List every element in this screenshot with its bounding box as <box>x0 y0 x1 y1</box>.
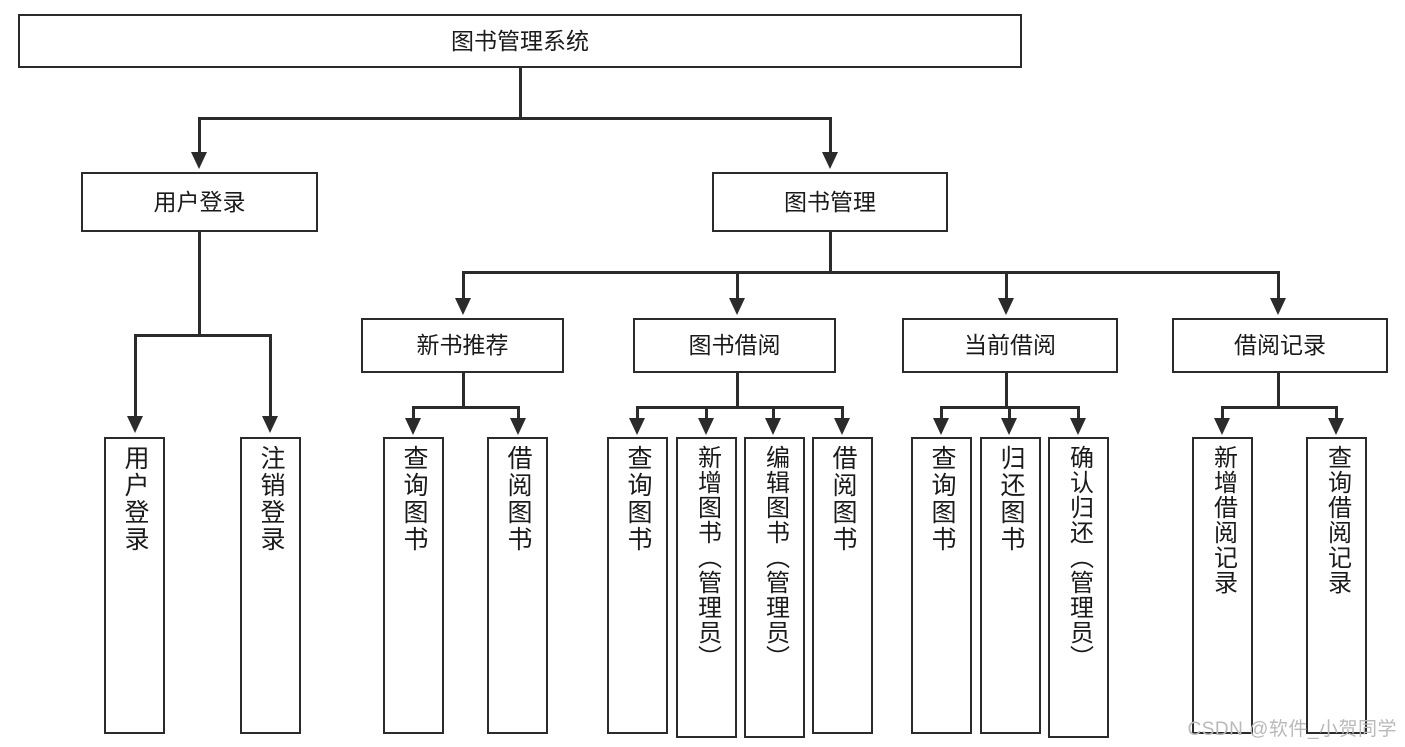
arrowhead-user-login-leaf-1 <box>127 416 143 433</box>
arrowhead-book-borrow-leaf-3 <box>765 418 781 435</box>
edge-book-borrow-leaf-2 <box>705 406 708 420</box>
node-label: 用户登录 <box>121 445 149 553</box>
leaf-current-borrow-return[interactable]: 归还图书 <box>980 437 1041 734</box>
arrowhead-book-borrow-leaf-2 <box>698 418 714 435</box>
node-user-login[interactable]: 用户登录 <box>81 172 318 232</box>
node-label: 归还图书 <box>997 445 1025 553</box>
leaf-book-borrow-add[interactable]: 新增图书（管理员） <box>676 437 737 738</box>
node-label: 查询借阅记录 <box>1323 445 1351 595</box>
arrowhead-user-login <box>191 152 207 169</box>
edge-new-book-bus <box>412 406 520 409</box>
arrowhead-borrow-record-leaf-1 <box>1214 418 1230 435</box>
edge-borrow-record-stem <box>1277 373 1280 408</box>
edge-level3-bus <box>462 271 1280 274</box>
arrowhead-book-borrow <box>729 298 745 315</box>
edge-to-user-login <box>198 117 201 157</box>
edge-book-borrow-leaf-3 <box>772 406 775 420</box>
node-label: 图书管理 <box>784 188 876 215</box>
leaf-new-book-query[interactable]: 查询图书 <box>383 437 444 734</box>
leaf-current-borrow-confirm[interactable]: 确认归还（管理员） <box>1048 437 1109 738</box>
node-label: 注销登录 <box>257 445 285 553</box>
node-label: 新增借阅记录 <box>1209 445 1237 595</box>
leaf-borrow-record-add[interactable]: 新增借阅记录 <box>1192 437 1253 734</box>
node-label: 确认归还（管理员） <box>1065 445 1093 670</box>
leaf-book-borrow-edit[interactable]: 编辑图书（管理员） <box>744 437 805 738</box>
arrowhead-borrow-record-leaf-2 <box>1328 418 1344 435</box>
arrowhead-new-book-leaf-1 <box>405 418 421 435</box>
edge-user-login-leaf-2 <box>269 334 272 419</box>
leaf-book-borrow-query[interactable]: 查询图书 <box>607 437 668 734</box>
arrowhead-current-borrow-leaf-2 <box>1001 418 1017 435</box>
edge-new-book-leaf-2 <box>517 406 520 420</box>
node-label: 查询图书 <box>624 445 652 553</box>
node-label: 借阅记录 <box>1234 332 1326 359</box>
edge-to-book-borrow <box>736 271 739 303</box>
arrowhead-book-manage <box>822 152 838 169</box>
edge-borrow-record-leaf-1 <box>1221 406 1224 420</box>
arrowhead-book-borrow-leaf-1 <box>629 418 645 435</box>
node-label: 新增图书（管理员） <box>693 445 721 670</box>
node-label: 查询图书 <box>928 445 956 553</box>
node-label: 新书推荐 <box>416 332 509 359</box>
leaf-new-book-borrow[interactable]: 借阅图书 <box>487 437 548 734</box>
leaf-current-borrow-query[interactable]: 查询图书 <box>911 437 972 734</box>
edge-new-book-leaf-1 <box>412 406 415 420</box>
arrowhead-new-book <box>455 298 471 315</box>
node-current-borrow[interactable]: 当前借阅 <box>902 318 1118 373</box>
edge-book-borrow-bus <box>636 406 844 409</box>
arrowhead-borrow-record <box>1270 298 1286 315</box>
node-book-borrow[interactable]: 图书借阅 <box>633 318 836 373</box>
node-borrow-record[interactable]: 借阅记录 <box>1172 318 1388 373</box>
node-label: 当前借阅 <box>964 332 1056 359</box>
edge-book-borrow-leaf-4 <box>841 406 844 420</box>
edge-borrow-record-leaf-2 <box>1335 406 1338 420</box>
node-new-book-recommend[interactable]: 新书推荐 <box>361 318 564 373</box>
edge-current-borrow-leaf-1 <box>940 406 943 420</box>
edge-book-manage-stem <box>829 232 832 272</box>
node-label: 查询图书 <box>400 445 428 553</box>
edge-root-stem <box>519 68 522 118</box>
node-label: 编辑图书（管理员） <box>761 445 789 670</box>
leaf-borrow-record-query[interactable]: 查询借阅记录 <box>1306 437 1367 734</box>
edge-current-borrow-leaf-2 <box>1008 406 1011 420</box>
watermark-text: CSDN @软件_小贺同学 <box>1187 719 1397 740</box>
node-root-system[interactable]: 图书管理系统 <box>18 14 1022 68</box>
edge-to-current-borrow <box>1005 271 1008 303</box>
leaf-book-borrow-borrow[interactable]: 借阅图书 <box>812 437 873 734</box>
arrowhead-current-borrow-leaf-3 <box>1070 418 1086 435</box>
node-label: 借阅图书 <box>829 445 857 553</box>
arrowhead-user-login-leaf-2 <box>262 416 278 433</box>
edge-user-login-bus <box>134 334 272 337</box>
node-label: 图书借阅 <box>688 332 781 359</box>
edge-book-borrow-stem <box>736 373 739 408</box>
node-label: 用户登录 <box>153 188 246 215</box>
edge-to-new-book <box>462 271 465 303</box>
arrowhead-current-borrow <box>998 298 1014 315</box>
arrowhead-book-borrow-leaf-4 <box>834 418 850 435</box>
node-label: 图书管理系统 <box>451 27 589 54</box>
edge-to-book-manage <box>829 117 832 157</box>
leaf-user-login-signout[interactable]: 注销登录 <box>240 437 301 734</box>
leaf-user-login-signin[interactable]: 用户登录 <box>104 437 165 734</box>
edge-level2-bus <box>198 117 832 120</box>
edge-current-borrow-stem <box>1005 373 1008 408</box>
arrowhead-new-book-leaf-2 <box>510 418 526 435</box>
arrowhead-current-borrow-leaf-1 <box>933 418 949 435</box>
edge-new-book-stem <box>462 373 465 408</box>
edge-borrow-record-bus <box>1221 406 1338 409</box>
edge-current-borrow-leaf-3 <box>1077 406 1080 420</box>
edge-user-login-leaf-1 <box>134 334 137 419</box>
edge-user-login-stem <box>198 232 201 335</box>
edge-book-borrow-leaf-1 <box>636 406 639 420</box>
edge-to-borrow-record <box>1277 271 1280 303</box>
node-book-manage[interactable]: 图书管理 <box>712 172 948 232</box>
node-label: 借阅图书 <box>504 445 532 553</box>
